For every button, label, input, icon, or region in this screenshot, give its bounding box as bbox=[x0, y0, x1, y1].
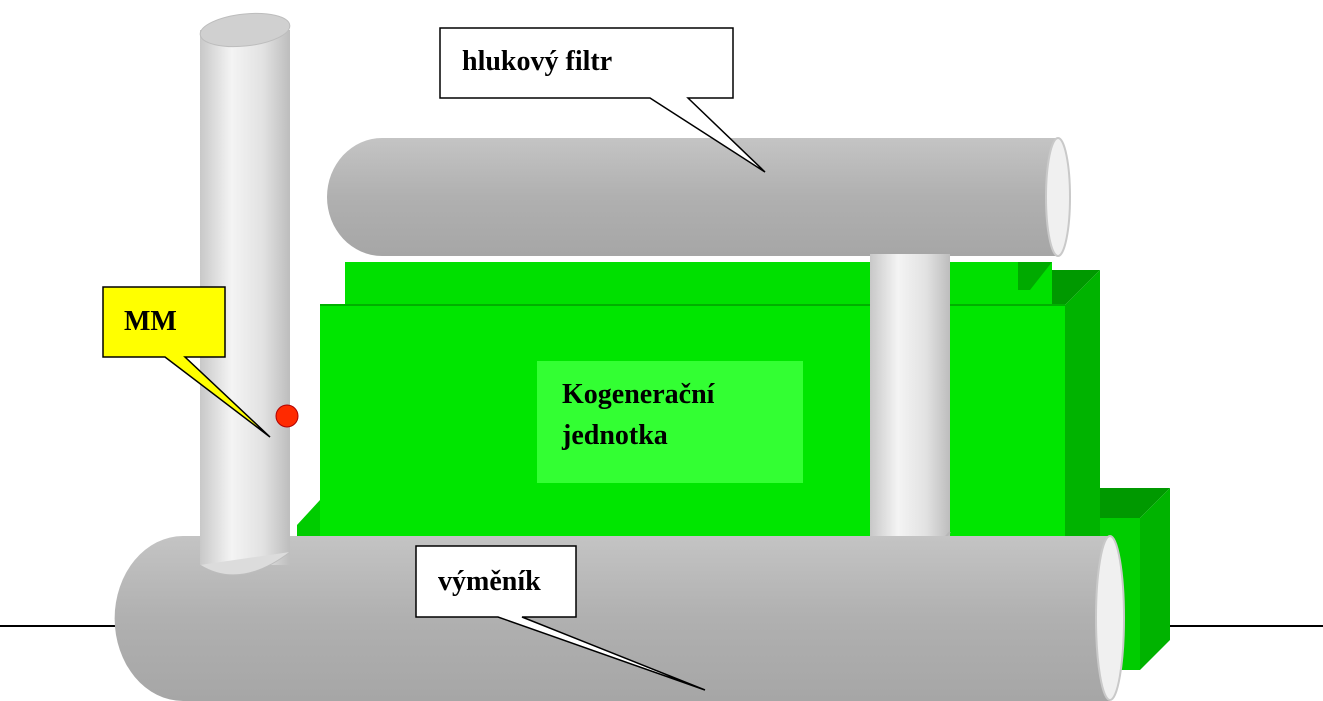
connector-pipe bbox=[869, 254, 951, 565]
cogeneration-label-line2: jednotka bbox=[561, 420, 668, 451]
callout-heat-exchanger: výměník bbox=[415, 545, 706, 691]
measurement-point-marker bbox=[275, 404, 299, 428]
chimney-top-opening bbox=[199, 12, 291, 48]
callout-noise-filter: hlukový filtr bbox=[439, 27, 766, 173]
noise-filter-pipe bbox=[327, 137, 1071, 257]
heat-exchanger-pipe bbox=[114, 535, 1125, 701]
callout-measurement-point-text: MM bbox=[124, 306, 177, 337]
callout-measurement-point: MM bbox=[102, 286, 271, 438]
cogeneration-label-panel bbox=[537, 361, 803, 483]
cogeneration-unit: Kogenerační jednotka bbox=[297, 262, 1100, 575]
callout-heat-exchanger-text: výměník bbox=[438, 566, 541, 597]
callout-noise-filter-text: hlukový filtr bbox=[462, 46, 612, 77]
cogeneration-label-line1: Kogenerační bbox=[562, 379, 716, 410]
